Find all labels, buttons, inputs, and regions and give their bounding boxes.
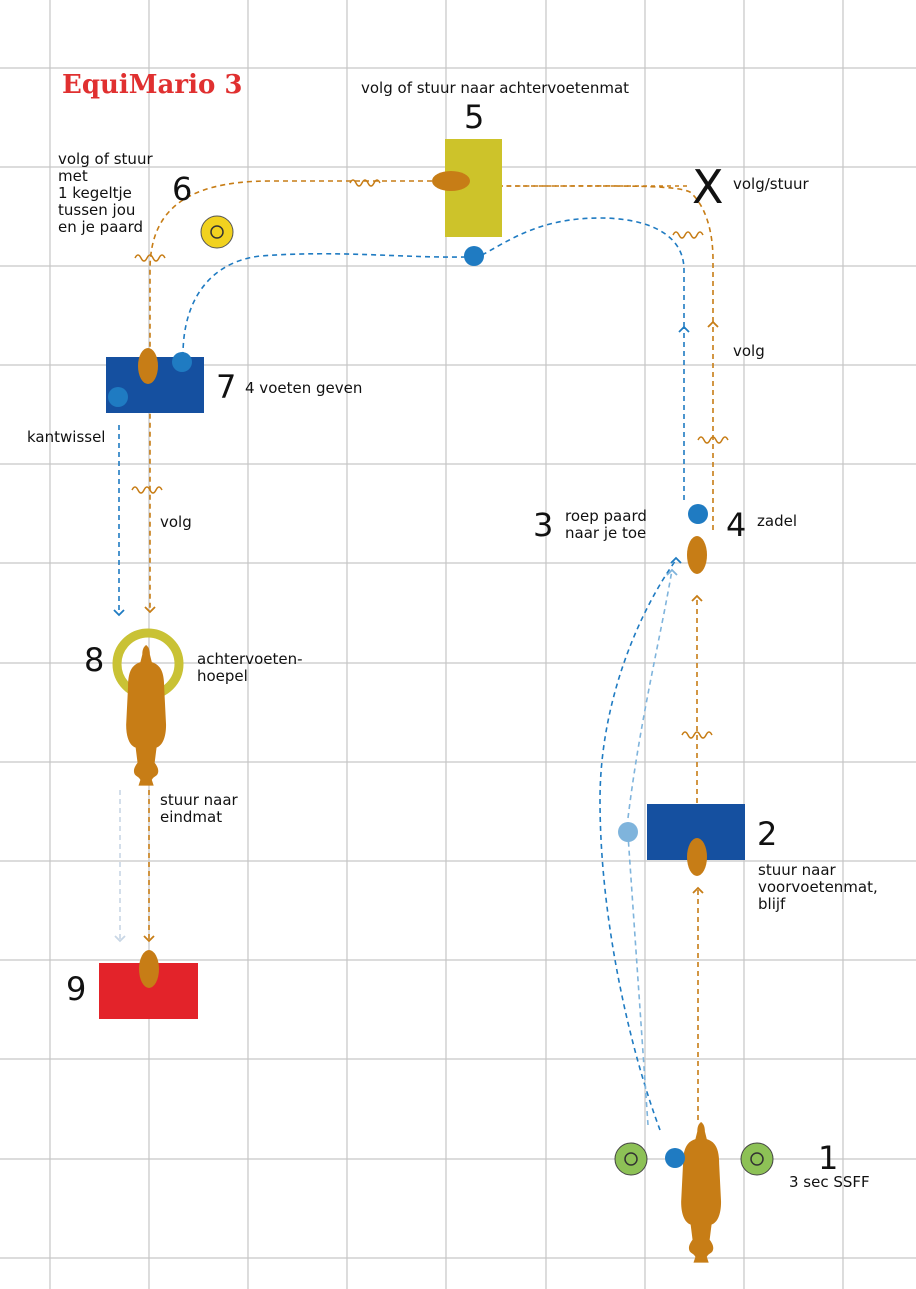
station-7-label: 4 voeten geven [245, 379, 363, 397]
station-6-number: 6 [172, 170, 193, 208]
cone-green-right-center [750, 1152, 764, 1166]
cone-green-left-center [624, 1152, 638, 1166]
horse-at-hoop [126, 645, 167, 786]
station-5-label: volg of stuur naar achtervoetenmat [361, 79, 630, 97]
station-6-label-line-3: 1 kegeltje [58, 184, 132, 202]
station-2-label-line-3: blijf [758, 895, 786, 913]
handler-route-1-3 [599, 559, 677, 1131]
horse-marker-5 [432, 171, 470, 191]
station-2-number: 2 [757, 815, 778, 853]
handler-route-chevron-8 [113, 609, 125, 617]
route-label-stuur-eindmat-line-2: eindmat [160, 808, 223, 826]
horse-marker-9 [139, 950, 159, 988]
station-2-label-line-1: stuur naar [758, 861, 836, 879]
handler-route-chevron-9 [114, 935, 126, 943]
station-3-number: 3 [533, 506, 554, 544]
horse-route-squiggle-volg [697, 436, 729, 444]
horse-route-chevron-8 [144, 606, 156, 614]
station-6-label-line-4: tussen jou [58, 201, 136, 219]
cone-green-left [614, 1142, 648, 1176]
horse-route-chevron-4 [691, 594, 703, 602]
handler-route-1-2-light [627, 834, 649, 1126]
horse-route-squiggle-2-4 [681, 731, 713, 739]
station-7-number: 7 [216, 368, 237, 406]
route-label-kantwissel: kantwissel [27, 428, 106, 446]
handler-route-chevron-3 [670, 556, 682, 564]
horse-route-x-5 [483, 185, 714, 322]
handler-dot-7-right [172, 352, 192, 372]
station-2-label-line-2: voorvoetenmat, [758, 878, 878, 896]
handler-dot-4 [688, 504, 708, 524]
horse-route-chevron-2 [692, 886, 704, 894]
station-6-label-line-1: volg of stuur [58, 150, 153, 168]
handler-dot-2 [618, 822, 638, 842]
station-3-label-line-2: naar je toe [565, 524, 647, 542]
horse-route-chevron-x [707, 320, 719, 328]
handler-dot-1 [665, 1148, 685, 1168]
station-5-number: 5 [464, 98, 485, 136]
station-8-label-line-2: hoepel [197, 667, 248, 685]
route-label-volg-left: volg [160, 513, 192, 531]
horse-at-start [681, 1122, 722, 1263]
handler-route-5-7 [182, 252, 467, 356]
station-8-number: 8 [84, 641, 105, 679]
station-9-number: 9 [66, 970, 87, 1008]
station-3-label-line-1: roep paard [565, 507, 647, 525]
handler-dot-5 [464, 246, 484, 266]
route-label-stuur-eindmat-line-1: stuur naar [160, 791, 238, 809]
cone-yellow-center [210, 225, 224, 239]
handler-route-2-3-light [627, 569, 673, 819]
station-1-label: 3 sec SSFF [789, 1173, 870, 1191]
horse-marker-7 [138, 348, 158, 384]
horse-marker-4 [687, 536, 707, 574]
station-6-label-line-2: met [58, 167, 88, 185]
horse-route-5-8 [149, 180, 432, 612]
horse-route-squiggle-6 [134, 254, 166, 262]
handler-route-chevron-3-light [666, 568, 678, 576]
station-6-label-line-5: en je paard [58, 218, 143, 236]
station-4-number: 4 [726, 506, 747, 544]
horse-route-squiggle-x [672, 231, 704, 239]
handler-route-x-5 [481, 217, 685, 327]
station-8-label-line-1: achtervoeten- [197, 650, 303, 668]
route-label-volg-right: volg [733, 342, 765, 360]
cone-green-right [740, 1142, 774, 1176]
station-1-number: 1 [818, 1139, 839, 1177]
horse-route-squiggle-7 [131, 486, 163, 494]
horse-marker-2 [687, 838, 707, 876]
handler-dot-7-left [108, 387, 128, 407]
diagram-title: EquiMario 3 [62, 70, 243, 100]
horse-route-chevron-9 [143, 935, 155, 943]
station-4-label: zadel [757, 512, 797, 530]
horse-route-squiggle-5 [349, 179, 381, 187]
x-label: volg/stuur [733, 175, 809, 193]
handler-route-chevron-x [678, 325, 690, 333]
cone-yellow [200, 215, 234, 249]
x-marker: X [692, 160, 724, 214]
